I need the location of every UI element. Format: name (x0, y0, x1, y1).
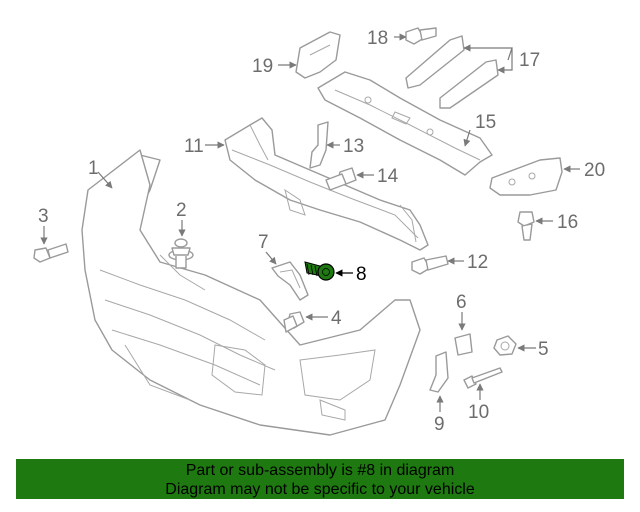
callout-3[interactable]: 3 (38, 206, 49, 227)
part-19-bracket[interactable] (295, 31, 341, 79)
part-2-clip[interactable] (168, 238, 194, 269)
bumper-cover[interactable] (81, 149, 421, 436)
part-3-bolt[interactable] (33, 243, 69, 263)
callout-17[interactable]: 17 (519, 50, 540, 71)
callout-5[interactable]: 5 (538, 339, 549, 360)
parts-diagram: 1 2 3 4 5 6 7 8 9 10 11 12 13 14 15 16 1… (33, 27, 605, 436)
callout-15[interactable]: 15 (475, 112, 496, 133)
part-7-bracket[interactable] (271, 261, 309, 301)
part-8-bolt[interactable] (304, 261, 335, 281)
callout-4[interactable]: 4 (331, 308, 342, 329)
banner-line-disclaimer: Diagram may not be specific to your vehi… (165, 481, 475, 498)
part-13-bracket[interactable] (309, 121, 329, 169)
part-14-bolt[interactable] (325, 167, 357, 191)
callout-16[interactable]: 16 (557, 212, 578, 233)
callout-14[interactable]: 14 (377, 166, 399, 187)
part-12-bolt[interactable] (411, 255, 449, 275)
callout-12[interactable]: 12 (467, 252, 488, 273)
part-6-block[interactable] (454, 333, 473, 356)
banner-line-part: Part or sub-assembly is #8 in diagram (185, 462, 455, 479)
part-18-bolt[interactable] (405, 27, 437, 45)
callout-13[interactable]: 13 (343, 136, 364, 157)
part-17-brackets[interactable] (405, 35, 499, 109)
callout-2[interactable]: 2 (176, 200, 187, 221)
leader-lines (40, 33, 580, 412)
callout-10[interactable]: 10 (468, 402, 489, 423)
callout-18[interactable]: 18 (367, 28, 388, 49)
callout-7[interactable]: 7 (258, 232, 269, 253)
callout-1[interactable]: 1 (88, 158, 99, 179)
callout-labels: 1 2 3 4 5 6 7 8 9 10 11 12 13 14 15 16 1… (38, 28, 605, 435)
info-banner: Part or sub-assembly is #8 in diagram Di… (16, 459, 624, 499)
part-15-bar[interactable] (317, 71, 493, 176)
callout-9[interactable]: 9 (434, 414, 445, 435)
callout-20[interactable]: 20 (584, 160, 605, 181)
callout-6[interactable]: 6 (456, 292, 467, 313)
part-16-bolt[interactable] (517, 211, 535, 241)
part-5-clip[interactable] (493, 335, 517, 356)
callout-8[interactable]: 8 (356, 264, 367, 285)
part-4-screw[interactable] (283, 311, 305, 333)
callout-11[interactable]: 11 (184, 136, 204, 157)
part-10-pin[interactable] (463, 367, 503, 389)
part-20-bracket[interactable] (489, 157, 563, 196)
callout-19[interactable]: 19 (252, 56, 273, 77)
part-9-strip[interactable] (429, 351, 449, 393)
